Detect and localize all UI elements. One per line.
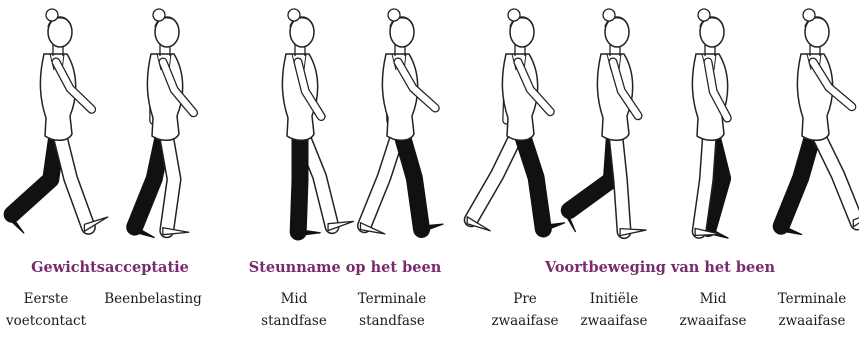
hair-bun [508, 9, 520, 21]
phase-line-1: Pre [484, 288, 566, 310]
hair-bun [153, 9, 165, 21]
phase-label-terminal-stance: Terminale standfase [350, 288, 434, 332]
foot [163, 228, 189, 235]
phase-line-2: zwaaifase [765, 310, 859, 332]
walking-figure [777, 9, 859, 234]
walking-figure [282, 9, 353, 236]
hair-bun [698, 9, 710, 21]
walking-figure [467, 9, 564, 233]
phase-label-pre-swing: Pre zwaaifase [484, 288, 566, 332]
phase-line-2: standfase [350, 310, 434, 332]
walking-figure [8, 9, 108, 233]
light-leg-fill [58, 128, 88, 227]
phase-line-2: voetcontact [0, 310, 92, 332]
light-leg-fill [471, 128, 520, 220]
hair-bun [603, 9, 615, 21]
phase-label-loading-response: Beenbelasting [98, 288, 208, 310]
phase-label-initial-swing: Initiële zwaaifase [573, 288, 655, 332]
foot [294, 229, 320, 236]
phase-line-2: zwaaifase [484, 310, 566, 332]
walking-figure [692, 9, 728, 238]
phase-line-1: Terminale [350, 288, 434, 310]
phase-label-mid-stance: Mid standfase [252, 288, 336, 332]
phase-line-1: Initiële [573, 288, 655, 310]
phase-line-1: Terminale [765, 288, 859, 310]
hair-bun [46, 9, 58, 21]
foot [328, 221, 353, 230]
dark-leg [520, 128, 543, 229]
phase-label-initial-contact: Eerste voetcontact [0, 288, 92, 332]
phase-label-mid-swing: Mid zwaaifase [672, 288, 754, 332]
phase-line-1: Mid [672, 288, 754, 310]
walking-figure [360, 9, 442, 234]
phase-line-2: zwaaifase [573, 310, 655, 332]
walking-figure [131, 9, 194, 237]
phase-line-1: Beenbelasting [98, 288, 208, 310]
hair-bun [288, 9, 300, 21]
phase-line-2: zwaaifase [672, 310, 754, 332]
dark-leg [12, 128, 58, 214]
phase-line-2: standfase [252, 310, 336, 332]
dark-leg [400, 128, 422, 229]
foot [418, 224, 443, 233]
phase-line-1: Eerste [0, 288, 92, 310]
light-leg-fill [364, 128, 400, 226]
light-leg-fill [815, 128, 857, 223]
phase-line-1: Mid [252, 288, 336, 310]
dark-leg [569, 128, 615, 210]
dark-leg [781, 128, 815, 226]
dark-leg [298, 128, 300, 232]
walking-figure [565, 9, 646, 236]
hair-bun [803, 9, 815, 21]
group-title-weight-acceptance: Gewichtsacceptatie [15, 259, 205, 279]
group-title-limb-advancement: Voortbeweging van het been [540, 259, 780, 279]
light-leg-fill [165, 128, 174, 231]
phase-label-terminal-swing: Terminale zwaaifase [765, 288, 859, 332]
foot [620, 229, 646, 236]
hair-bun [388, 9, 400, 21]
group-title-single-limb-support: Steunname op het been [245, 259, 445, 279]
walking-figures [0, 0, 859, 250]
